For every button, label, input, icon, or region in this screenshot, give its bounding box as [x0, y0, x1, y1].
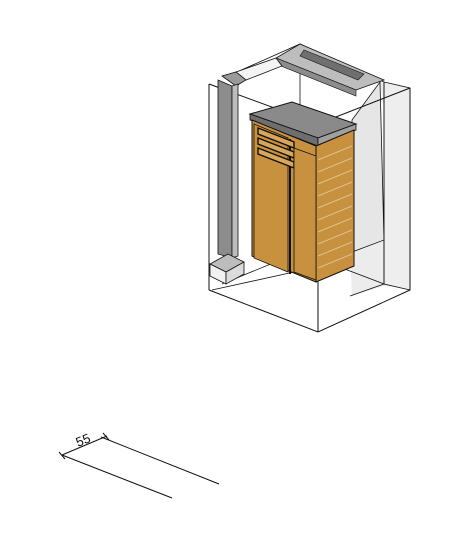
- dimension-extension-line-upper: [100, 436, 220, 485]
- cabinet-top-edge-side: [317, 123, 357, 147]
- enclosure-right-wall: [383, 81, 411, 291]
- ceiling-duct-elbow: [221, 71, 247, 87]
- dimension-tick-lower: [58, 451, 66, 460]
- dimension-line: [61, 435, 108, 456]
- dimension-tick-upper: [102, 432, 110, 441]
- enclosure-bottom-frame: [208, 289, 411, 333]
- dimension-annotation: 55: [58, 430, 220, 499]
- duct-base-side: [225, 261, 245, 285]
- dimension-label: 55: [74, 430, 93, 449]
- dimension-extension-line-lower: [61, 454, 173, 499]
- vertical-duct-side: [231, 83, 239, 259]
- cabinet-front-strip: [293, 147, 317, 281]
- enclosure-floor-diagonal: [211, 271, 295, 291]
- cabinet-side-boards: [317, 145, 353, 269]
- ceiling-vent-slot: [299, 49, 365, 81]
- enclosure-back-panel: [351, 80, 385, 253]
- vertical-duct: [209, 79, 245, 285]
- ceiling-vent: [221, 43, 386, 97]
- vertical-duct-front: [217, 79, 233, 259]
- cabinet-unit: [248, 101, 358, 283]
